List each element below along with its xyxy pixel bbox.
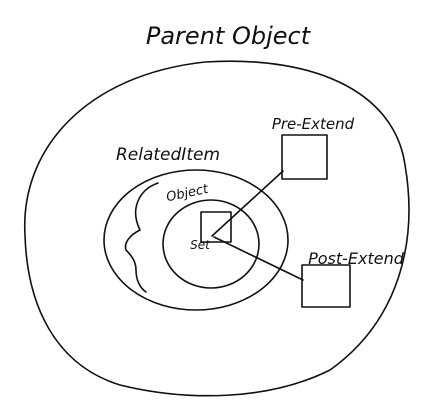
pre-extend-connector <box>211 170 284 237</box>
set-label: Set <box>190 238 211 252</box>
related-item-boundary <box>103 169 289 311</box>
post-extend-connector <box>213 236 304 281</box>
related-brace <box>124 182 159 293</box>
set-square <box>200 211 232 243</box>
pre-extend-box <box>281 134 328 180</box>
pre-extend-label: Pre-Extend <box>272 115 355 133</box>
diagram-title: Parent Object <box>146 22 312 50</box>
object-label: Object <box>165 182 210 206</box>
related-item-label: RelatedItem <box>116 145 220 165</box>
object-boundary <box>162 199 260 289</box>
post-extend-box <box>301 264 351 308</box>
post-extend-label: Post-Extend <box>308 249 405 268</box>
parent-object-boundary <box>24 60 410 397</box>
